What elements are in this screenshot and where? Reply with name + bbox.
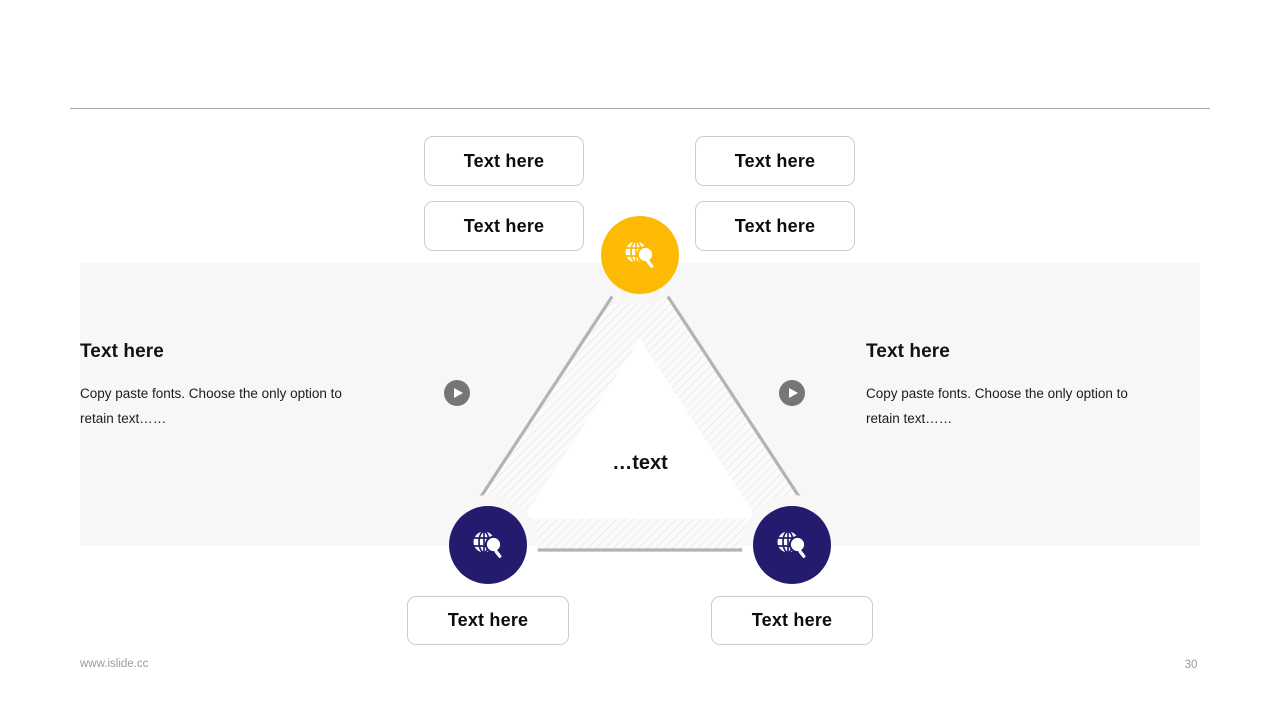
pill-top-left-upper[interactable]: Text here — [424, 136, 584, 186]
pill-top-right-lower[interactable]: Text here — [695, 201, 855, 251]
play-triangle-icon — [454, 388, 463, 398]
center-caption: …text — [612, 452, 668, 474]
side-block-right: Text here Copy paste fonts. Choose the o… — [866, 341, 1166, 431]
header-divider — [70, 108, 1210, 109]
page-number: 30 — [1184, 659, 1198, 671]
globe-search-icon — [625, 240, 655, 268]
globe-search-icon — [777, 530, 807, 558]
triangle-inner-core — [523, 339, 757, 519]
play-icon-left[interactable] — [444, 380, 470, 406]
side-left-heading: Text here — [80, 341, 164, 362]
node-bottom-right[interactable] — [753, 506, 831, 584]
side-right-heading: Text here — [866, 341, 950, 362]
side-left-body: Copy paste fonts. Choose the only option… — [80, 386, 342, 426]
side-block-left: Text here Copy paste fonts. Choose the o… — [80, 341, 380, 431]
footer-url[interactable]: www.islide.cc — [80, 658, 149, 670]
node-apex[interactable] — [601, 216, 679, 294]
play-icon-right[interactable] — [779, 380, 805, 406]
pill-bottom-left[interactable]: Text here — [407, 596, 569, 645]
pill-top-left-lower[interactable]: Text here — [424, 201, 584, 251]
node-bottom-left[interactable] — [449, 506, 527, 584]
pill-bottom-right[interactable]: Text here — [711, 596, 873, 645]
play-triangle-icon — [789, 388, 798, 398]
triangle-outer-outline — [443, 251, 837, 552]
side-right-body: Copy paste fonts. Choose the only option… — [866, 386, 1128, 426]
globe-search-icon — [473, 530, 503, 558]
pill-top-right-upper[interactable]: Text here — [695, 136, 855, 186]
